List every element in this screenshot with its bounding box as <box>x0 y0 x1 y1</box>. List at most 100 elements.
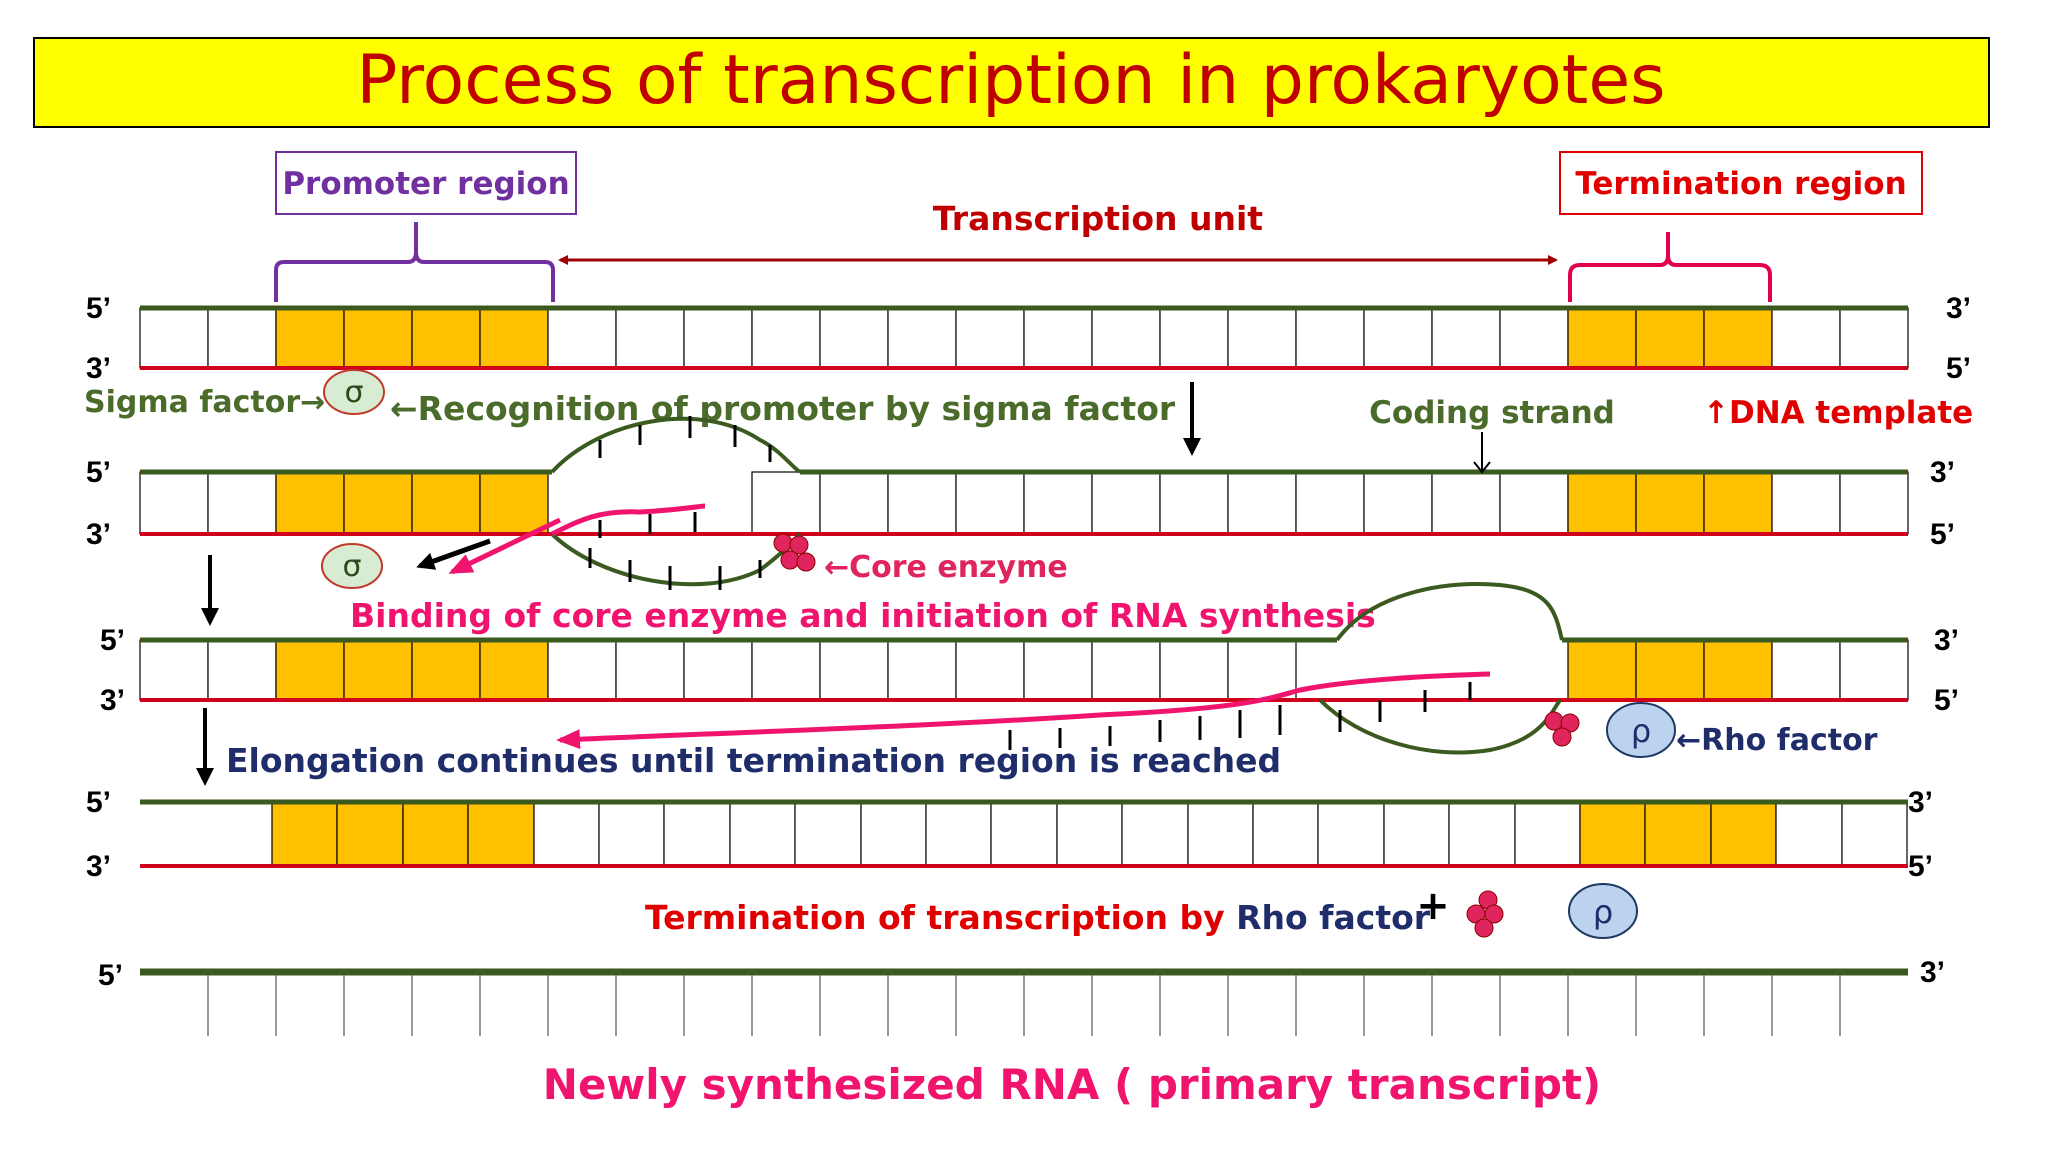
dna-segment <box>751 639 821 701</box>
dna-segment <box>533 801 600 867</box>
sigma-factor-label: Sigma factor→ <box>84 385 325 420</box>
core-enzyme-icon-1 <box>773 533 816 572</box>
five-prime-right: 5’ <box>1930 518 1955 551</box>
termination-segment <box>1635 471 1705 535</box>
coding-strand-label: Coding strand <box>1369 395 1615 431</box>
dna-segment <box>1771 471 1841 535</box>
three-prime-right: 3’ <box>1934 624 1959 657</box>
dna-segment <box>683 639 753 701</box>
dna-segment <box>955 639 1025 701</box>
dna-segment <box>139 639 209 701</box>
dna-segment <box>1295 471 1365 535</box>
rna-primary-transcript <box>140 968 1908 1036</box>
dna-segment <box>925 801 992 867</box>
dna-segment <box>1839 639 1909 701</box>
three-prime-left: 3’ <box>100 684 125 717</box>
dna-segment <box>1839 471 1909 535</box>
termination-segment <box>1579 801 1646 867</box>
dna-segment <box>1295 307 1365 369</box>
dna-segment <box>1252 801 1319 867</box>
three-prime-right: 3’ <box>1908 786 1933 819</box>
dna-segment <box>1514 801 1581 867</box>
five-prime-right: 5’ <box>1908 850 1933 883</box>
five-prime-left: 5’ <box>86 786 111 819</box>
promoter-region-box <box>275 151 577 215</box>
three-prime-left: 3’ <box>86 352 111 385</box>
dna-segment <box>1187 801 1254 867</box>
termination-segment <box>1567 471 1637 535</box>
dna-segment <box>1841 801 1908 867</box>
promoter-region-label: Promoter region <box>282 166 569 202</box>
termination-segment <box>1635 639 1705 701</box>
dna-segment <box>1159 307 1229 369</box>
rna-direction-arrow-1 <box>448 517 562 575</box>
three-prime-right: 3’ <box>1920 956 1945 989</box>
three-prime-right: 3’ <box>1946 292 1971 325</box>
transcription-unit-label: Transcription unit <box>933 199 1263 238</box>
three-prime-left: 3’ <box>86 850 111 883</box>
rho-factor-icon <box>1606 702 1676 758</box>
five-prime-right: 5’ <box>1946 352 1971 385</box>
termination-segment <box>1703 307 1773 369</box>
dna-segment <box>887 471 957 535</box>
dna-row-4 <box>140 799 1908 868</box>
dna-segment <box>1448 801 1516 867</box>
dna-row-2 <box>139 469 1909 536</box>
dna-segment <box>1431 471 1501 535</box>
dna-segment <box>207 307 277 369</box>
dna-segment <box>1775 801 1843 867</box>
promoter-segment <box>479 471 549 535</box>
dna-segment <box>615 307 685 369</box>
sigma-release-arrow <box>416 538 491 570</box>
dna-segment <box>139 471 209 535</box>
rho-factor-label: ←Rho factor <box>1676 723 1878 758</box>
promoter-segment <box>402 801 469 867</box>
termination-segment <box>1703 639 1773 701</box>
rho-symbol-released: ρ <box>1593 893 1613 931</box>
dna-segment <box>1227 471 1297 535</box>
dna-segment <box>207 639 277 701</box>
promoter-segment <box>467 801 535 867</box>
termination-region-box <box>1559 151 1923 215</box>
sigma-symbol-released: σ <box>342 549 361 584</box>
dna-segment <box>1023 639 1093 701</box>
dna-segment <box>1499 471 1569 535</box>
termination-label: Termination of transcription by Rho fact… <box>645 898 1431 937</box>
rna-strand-initial <box>550 503 706 537</box>
termination-segment <box>1703 471 1773 535</box>
dna-segment <box>1363 471 1433 535</box>
termination-brace <box>1568 232 1772 302</box>
dna-segment <box>729 801 796 867</box>
sigma-symbol: σ <box>344 375 363 410</box>
dna-segment <box>207 471 277 535</box>
dna-segment <box>1159 471 1229 535</box>
dna-segment <box>887 639 957 701</box>
termination-segment <box>1635 307 1705 369</box>
dna-segment <box>1499 307 1569 369</box>
dna-row-1 <box>139 305 1909 370</box>
dna-segment <box>663 801 731 867</box>
recognition-label: ←Recognition of promoter by sigma factor <box>390 389 1176 428</box>
promoter-segment <box>343 471 413 535</box>
termination-segment <box>1644 801 1712 867</box>
sigma-factor-icon <box>323 369 385 415</box>
core-enzyme-icon-2 <box>1544 711 1580 747</box>
dna-segment <box>1771 307 1841 369</box>
rna-strand-elongating <box>556 671 1491 750</box>
dna-segment <box>1839 307 1909 369</box>
promoter-segment <box>275 471 345 535</box>
termination-region-label: Termination region <box>1575 166 1906 202</box>
dna-segment <box>955 471 1025 535</box>
promoter-segment <box>411 471 481 535</box>
title-banner <box>33 37 1990 128</box>
five-prime-left: 5’ <box>98 959 123 992</box>
dna-segment <box>819 471 889 535</box>
rho-symbol: ρ <box>1631 712 1651 750</box>
page-title: Process of transcription in prokaryotes <box>356 41 1665 120</box>
dna-segment <box>1121 801 1189 867</box>
dna-segment <box>1091 639 1161 701</box>
dna-segment <box>887 307 957 369</box>
termination-label-part1: Termination of transcription by <box>645 898 1236 937</box>
promoter-segment <box>275 307 345 369</box>
sigma-factor-released-icon <box>321 543 383 589</box>
